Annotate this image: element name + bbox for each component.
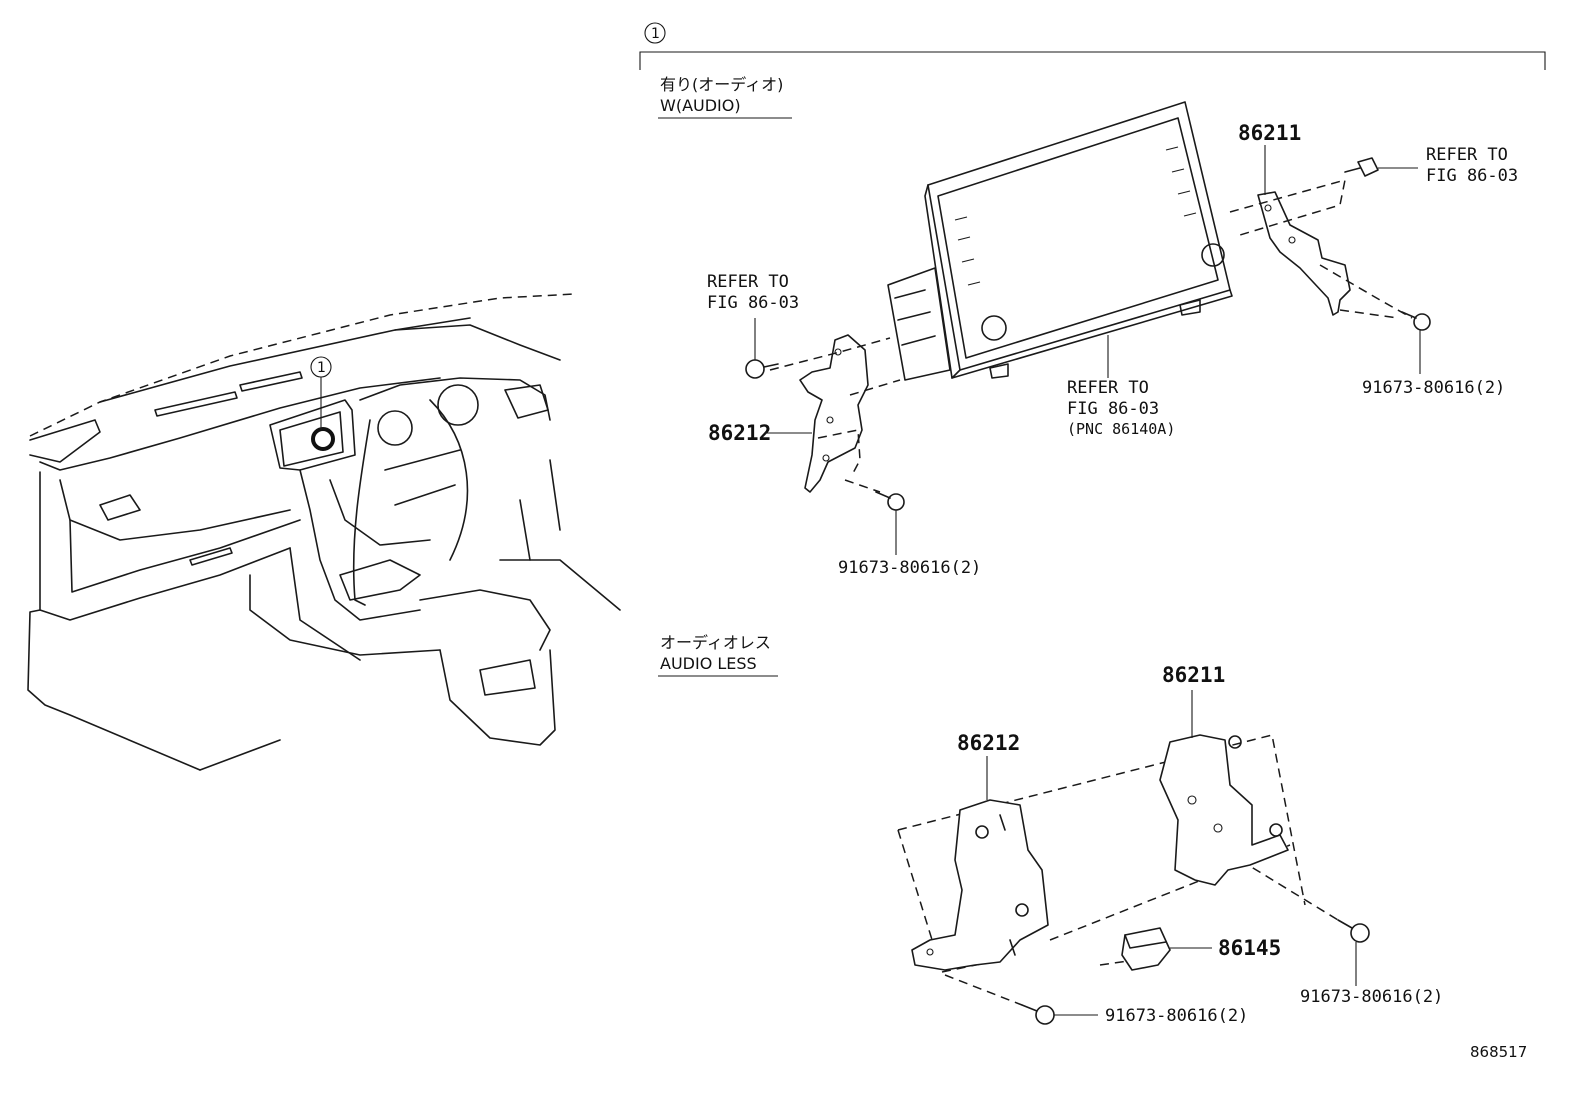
fig-left: FIG 86-03 [707, 293, 799, 313]
bracket-86211-audioless [1159, 734, 1289, 886]
part-86211-audioless: 86211 [1162, 663, 1225, 687]
callout-label-left: 1 [317, 360, 326, 376]
refer-to-left: REFER TO [707, 272, 789, 292]
screw-left-bottom [875, 491, 905, 511]
variant-audio-less-jp: オーディオレス [660, 633, 771, 652]
group-bracket: 1 [639, 22, 1546, 70]
screw-part-right-audioless: 91673-80616(2) [1300, 987, 1443, 1007]
refer-to-top-right: REFER TO [1426, 145, 1508, 165]
section-audio-less: オーディオレス AUDIO LESS 86212 86211 [658, 633, 1443, 1026]
screw-bottom-audioless [1021, 1004, 1055, 1025]
variant-with-audio-jp: 有り(オーディオ) [660, 75, 783, 94]
pnc-center: (PNC 86140A) [1067, 420, 1175, 438]
part-86145: 86145 [1218, 936, 1281, 960]
part-86212-audioless: 86212 [957, 731, 1020, 755]
variant-audio-less-en: AUDIO LESS [660, 654, 757, 673]
refer-to-center: REFER TO [1067, 378, 1149, 398]
screw-right-lower [1401, 311, 1431, 331]
screw-part-right-audio: 91673-80616(2) [1362, 378, 1505, 398]
screw-left-top [745, 359, 779, 379]
audio-display-unit [887, 101, 1233, 381]
screw-part-left-audio: 91673-80616(2) [838, 558, 981, 578]
callout-label-top: 1 [651, 26, 660, 42]
bracket-86212-audio [799, 334, 869, 493]
screw-right-audioless [1337, 919, 1370, 943]
screw-part-bottom-audioless: 91673-80616(2) [1105, 1006, 1248, 1026]
bracket-86211-audio [1257, 191, 1351, 316]
dashboard-overview: 1 [27, 293, 621, 771]
bracket-86212-audioless [911, 799, 1049, 971]
module-86145 [1121, 927, 1171, 971]
fig-top-right: FIG 86-03 [1426, 166, 1518, 186]
figure-reference: 868517 [1470, 1043, 1527, 1061]
part-86212-audio: 86212 [708, 421, 771, 445]
section-with-audio: 有り(オーディオ) W(AUDIO) 86211 [658, 75, 1518, 578]
screw-top-right [1344, 157, 1379, 177]
fig-center: FIG 86-03 [1067, 399, 1159, 419]
variant-with-audio-en: W(AUDIO) [660, 96, 741, 115]
part-86211-audio: 86211 [1238, 121, 1301, 145]
